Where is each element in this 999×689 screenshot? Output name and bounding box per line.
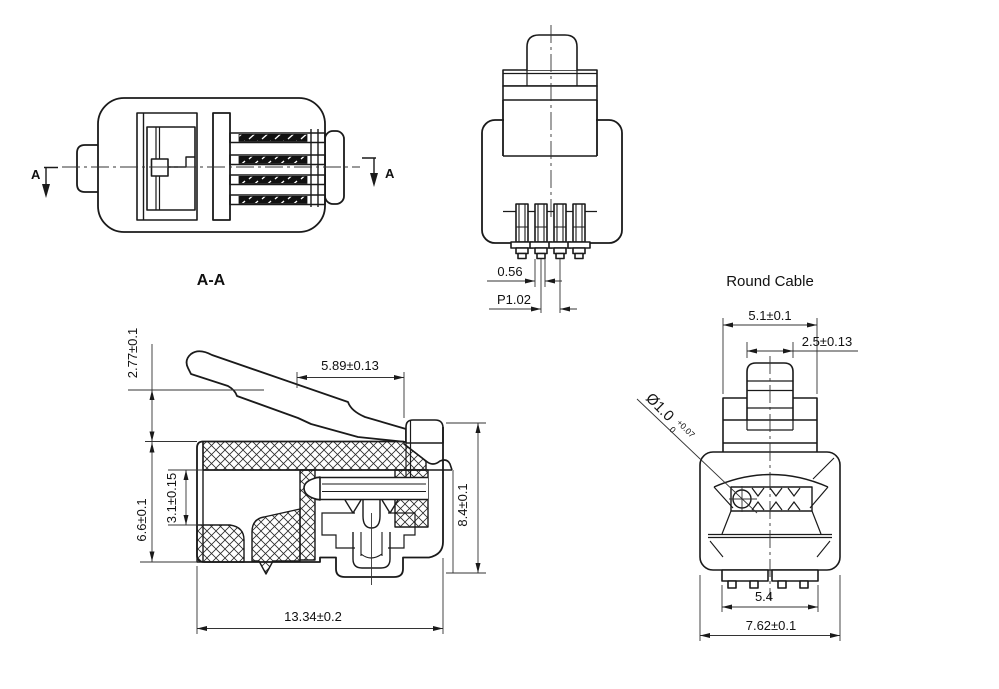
dim-body-height: 6.6±0.1 <box>134 498 149 541</box>
section-cut-marker-right: A <box>362 157 395 187</box>
view-section: 2.77±0.1 6.6±0.1 3.1±0.15 5.89±0.13 8.4±… <box>125 328 486 634</box>
view-top: 0.56 P1.02 <box>481 25 623 313</box>
section-latch-lever <box>185 350 407 443</box>
section-hatch-top-band <box>202 440 427 471</box>
section-hatch-wedge <box>251 508 301 575</box>
front-right-tab <box>324 130 345 205</box>
rear-dimensions: 5.1±0.1 2.5±0.13 Ø1.0 +0.07 0 5.4 7.62±0… <box>636 308 858 641</box>
dim-conductor-tol-lower: 0 <box>668 424 679 435</box>
section-latch-base <box>405 419 444 444</box>
section-marker-right-label: A <box>385 166 395 181</box>
rear-cavity <box>708 457 835 558</box>
section-body-outline <box>196 427 444 578</box>
section-cut-marker-left: A <box>31 166 58 198</box>
front-left-tab <box>76 144 100 193</box>
front-divider-bar <box>212 112 231 221</box>
section-dimensions: 2.77±0.1 6.6±0.1 3.1±0.15 5.89±0.13 8.4±… <box>125 328 486 634</box>
top-dimensions: 0.56 P1.02 <box>487 259 577 313</box>
section-marker-left-label: A <box>31 167 41 182</box>
top-latch <box>526 34 578 70</box>
dim-shoulder-width: 5.1±0.1 <box>748 308 791 323</box>
dim-latch-free-height: 2.77±0.1 <box>125 328 140 379</box>
dim-pin-width: 0.56 <box>497 264 522 279</box>
pin-4 <box>567 203 591 260</box>
top-pins <box>510 203 591 260</box>
dim-body-width: 7.62±0.1 <box>746 618 797 633</box>
view-rear: Round Cable <box>636 273 858 641</box>
top-collar-b <box>502 85 598 101</box>
rear-contact-blocks <box>721 569 819 589</box>
rear-title: Round Cable <box>726 273 814 290</box>
dim-latch-width: 2.5±0.13 <box>802 334 853 349</box>
pin-1 <box>510 203 534 260</box>
dim-conductor-tol-upper: +0.07 <box>675 417 697 439</box>
section-name-label: A-A <box>197 272 226 289</box>
top-collar-a <box>502 69 598 87</box>
dim-conductor-dia: Ø1.0 <box>642 390 677 425</box>
section-blade-funnel <box>303 476 321 501</box>
section-contact <box>321 499 416 585</box>
dim-overall-length: 13.34±0.2 <box>284 609 342 624</box>
pin-2 <box>529 203 553 260</box>
dim-latch-length: 5.89±0.13 <box>321 358 379 373</box>
dim-conductor-callout: Ø1.0 +0.07 0 <box>642 390 697 440</box>
view-front: A A A-A <box>31 97 395 289</box>
front-contact-bars <box>229 129 326 207</box>
front-latch-detent <box>150 158 169 177</box>
pin-3 <box>548 203 572 260</box>
dim-cable-hole-height: 3.1±0.15 <box>164 473 179 524</box>
dim-overall-height: 8.4±0.1 <box>455 483 470 526</box>
dim-pin-pitch: P1.02 <box>497 292 531 307</box>
section-hatch-bottom-left <box>196 524 245 563</box>
dim-contact-span: 5.4 <box>755 589 773 604</box>
